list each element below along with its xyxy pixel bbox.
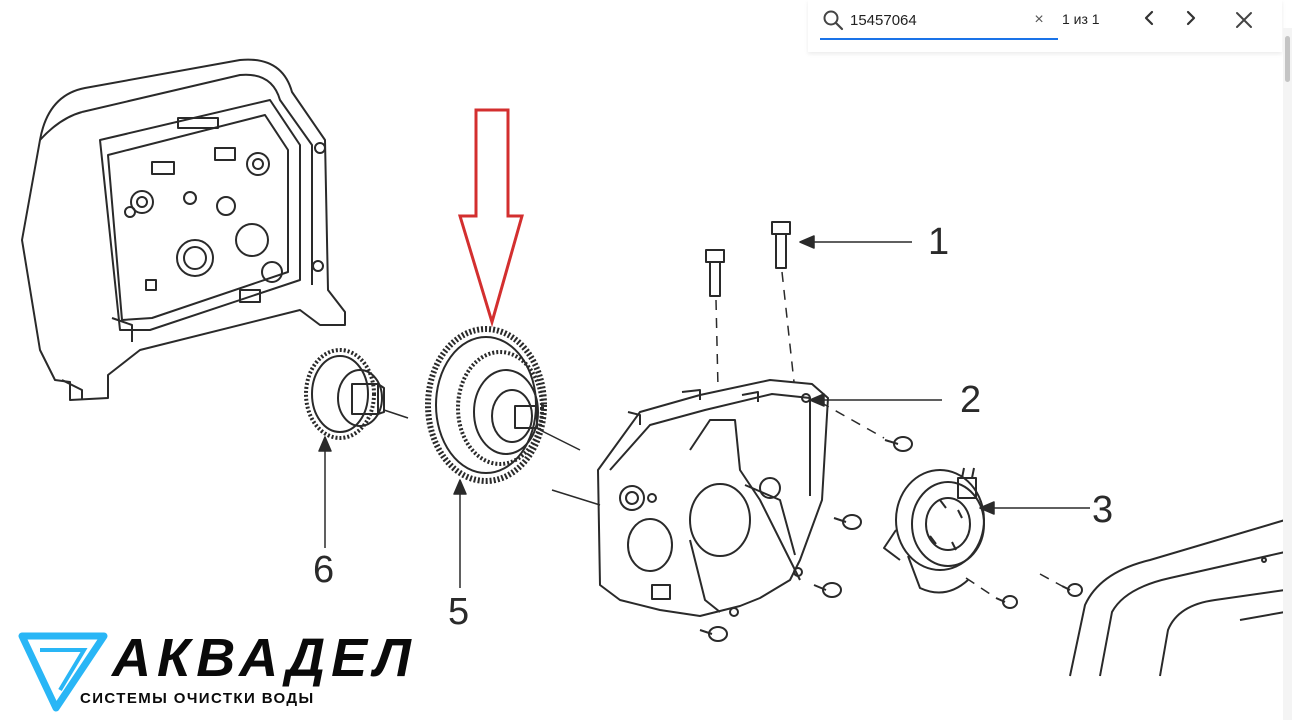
brand-logo: АКВАДЕЛ СИСТЕМЫ ОЧИСТКИ ВОДЫ [20, 628, 420, 714]
close-icon [1236, 12, 1252, 28]
callout-5: 5 [448, 591, 470, 633]
callout-1: 1 [928, 221, 950, 263]
next-match-button[interactable] [1178, 6, 1202, 30]
chevron-left-icon [1144, 10, 1154, 26]
gear-part-5 [425, 326, 547, 484]
match-count: 1 из 1 [1062, 11, 1100, 27]
rear-housing [21, 58, 346, 401]
find-input-underline [820, 38, 1058, 40]
search-icon [823, 10, 844, 31]
logo-emblem [18, 632, 108, 712]
close-find-button[interactable] [1232, 8, 1256, 32]
callout-2: 2 [960, 379, 982, 421]
small-screws [699, 436, 1083, 642]
logo-wordmark: АКВАДЕЛ [112, 628, 417, 688]
previous-match-button[interactable] [1138, 6, 1162, 30]
scrollbar-thumb[interactable] [1285, 36, 1290, 82]
chevron-right-icon [1186, 10, 1196, 26]
vertical-scrollbar[interactable] [1283, 28, 1292, 720]
clear-search-button[interactable]: × [1034, 11, 1044, 28]
screws-part-1 [705, 221, 791, 297]
highlight-arrow [457, 108, 524, 328]
partial-housing [1069, 519, 1286, 677]
callout-6: 6 [313, 549, 335, 591]
gear-part-6 [304, 348, 385, 440]
motor-part-3 [883, 467, 985, 594]
find-input[interactable] [850, 8, 1024, 32]
logo-tagline: СИСТЕМЫ ОЧИСТКИ ВОДЫ [80, 690, 315, 707]
find-bar: × 1 из 1 [808, 0, 1282, 52]
callout-3: 3 [1092, 489, 1114, 531]
leader-lines [318, 235, 1090, 588]
bracket-part-2 [597, 379, 829, 617]
